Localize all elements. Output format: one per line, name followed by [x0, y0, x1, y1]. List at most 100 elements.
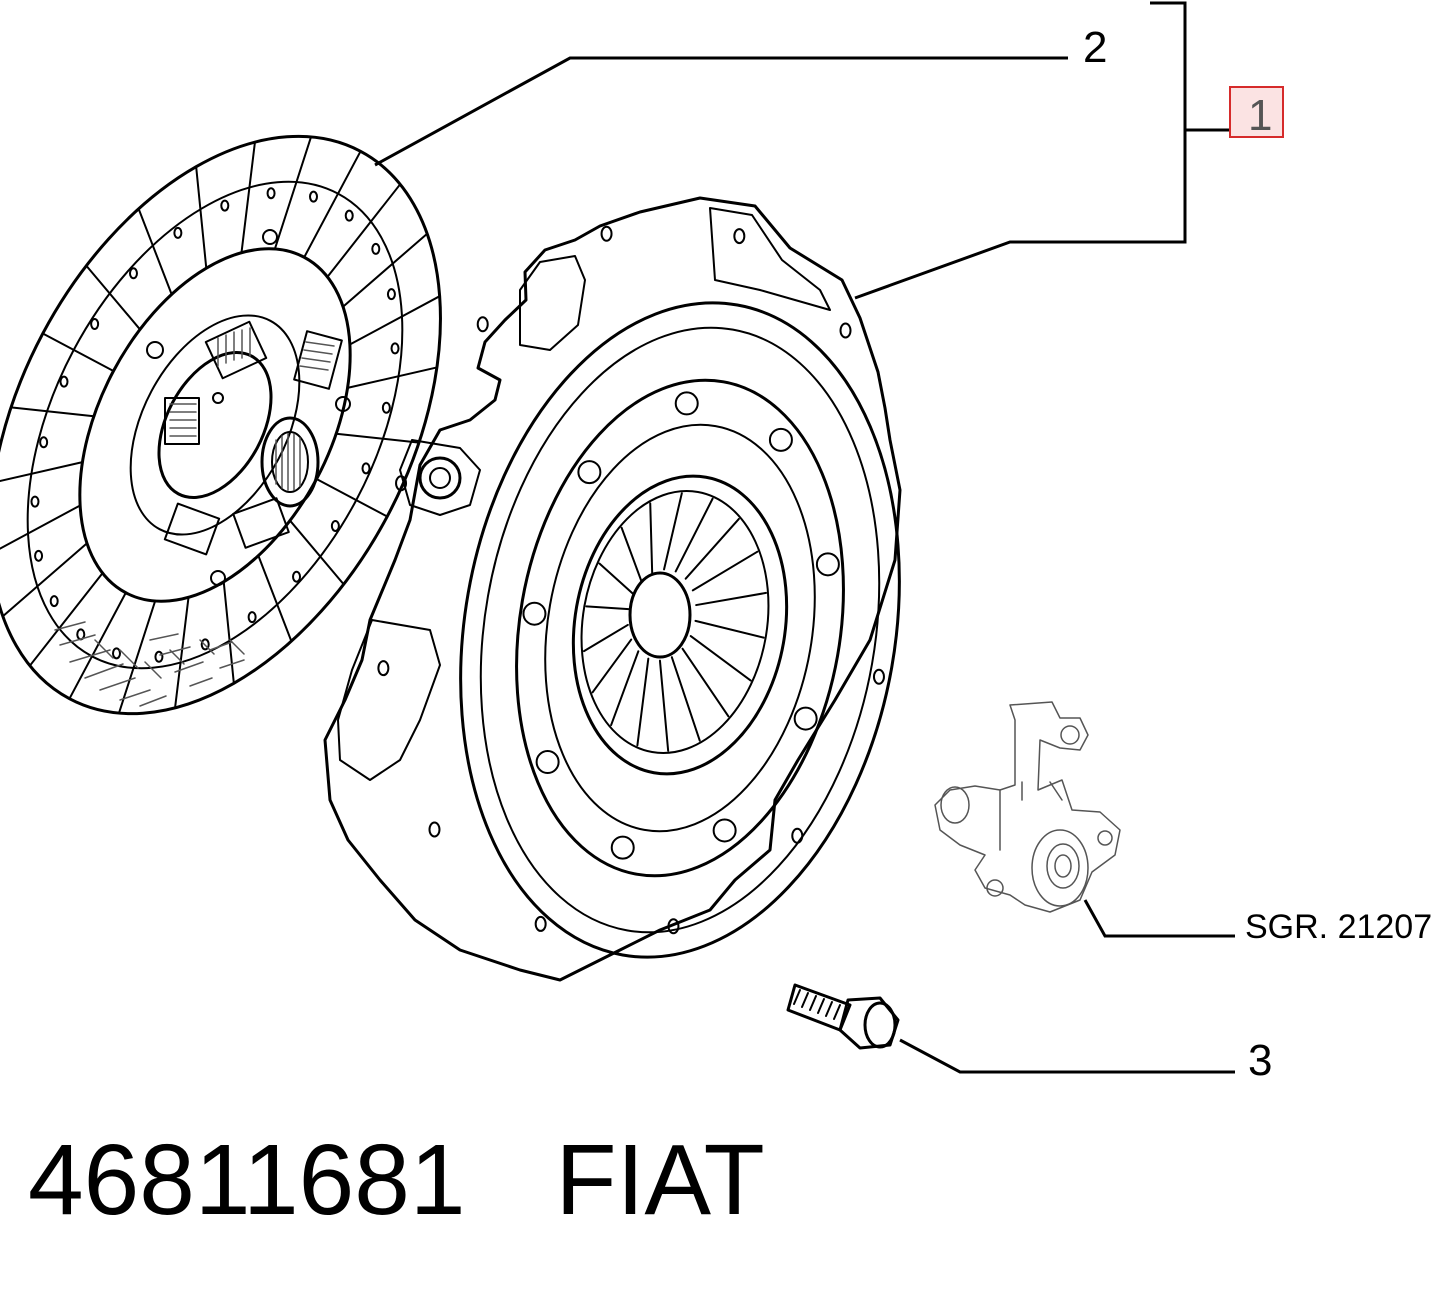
rivet	[344, 209, 354, 222]
segment-divider	[288, 519, 345, 586]
segment-divider	[273, 135, 313, 250]
rivet	[371, 242, 381, 255]
rivet	[200, 638, 210, 651]
callout-subgroup-ref: SGR. 21207	[1245, 908, 1432, 946]
release-bearing-sketch	[934, 701, 1121, 913]
spring-finger	[610, 650, 640, 727]
spring-finger	[649, 502, 654, 574]
mounting-hole	[815, 552, 840, 577]
callout-item-3: 3	[1248, 1036, 1272, 1085]
leader-item-2	[374, 56, 1068, 167]
segment-divider	[10, 406, 95, 418]
rivet	[49, 595, 59, 608]
segment-divider	[348, 295, 441, 346]
rivet	[39, 436, 49, 449]
flange-hole	[476, 316, 489, 333]
mounting-hole	[793, 706, 818, 731]
segment-divider	[257, 554, 293, 643]
spring-finger	[585, 605, 630, 611]
callout-item-2: 2	[1083, 23, 1107, 72]
leader-item-1-bracket	[854, 1, 1187, 300]
rivet	[173, 226, 183, 239]
flange-hole	[395, 475, 408, 492]
segment-divider	[346, 366, 438, 389]
segment-divider	[0, 504, 82, 550]
mounting-hole	[674, 391, 699, 416]
rivet	[390, 342, 400, 355]
segment-divider	[137, 207, 173, 296]
rivet	[111, 647, 121, 660]
spring-finger	[670, 656, 701, 742]
clutch-disc	[0, 134, 442, 716]
segment-divider	[326, 183, 402, 278]
segment-divider	[68, 591, 127, 700]
locating-dowel	[418, 456, 462, 500]
segment-divider	[117, 600, 157, 715]
mounting-hole	[610, 835, 635, 860]
part-number: 46811681	[28, 1124, 466, 1236]
segment-divider	[195, 165, 208, 270]
friction-lining-texture	[54, 621, 245, 707]
rivet	[59, 375, 69, 388]
spring-finger	[591, 638, 633, 694]
splined-hub	[260, 416, 320, 508]
mounting-hole	[712, 818, 737, 843]
callout-item-1: 1	[1248, 91, 1272, 140]
rivet	[30, 495, 40, 508]
spring-finger	[636, 657, 650, 747]
flange-hole	[733, 228, 746, 245]
segment-divider	[303, 150, 362, 259]
segment-divider	[1, 542, 88, 618]
mounting-hole	[535, 749, 560, 774]
rivet	[309, 190, 319, 203]
flange-hole	[377, 660, 390, 677]
spring-finger	[598, 562, 635, 595]
spring-finger	[681, 647, 730, 718]
flange-hole	[600, 225, 613, 242]
pressure-plate	[323, 196, 902, 982]
manufacturer-name: FIAT	[555, 1124, 765, 1236]
rivet	[330, 519, 340, 532]
rivet	[154, 650, 164, 663]
rivet	[90, 318, 100, 331]
flange-hole	[428, 821, 441, 838]
spring-finger	[689, 635, 752, 682]
mounting-hole	[522, 601, 547, 626]
rivet	[220, 199, 230, 212]
rivet	[128, 267, 138, 280]
segment-divider	[85, 264, 142, 331]
spring-finger	[620, 526, 643, 583]
segment-divider	[28, 572, 104, 667]
segment-divider	[342, 232, 429, 308]
rivet	[34, 549, 44, 562]
mounting-hole	[768, 427, 793, 452]
flange-hole	[534, 915, 547, 932]
spring-finger	[663, 492, 683, 571]
segment-divider	[0, 461, 84, 483]
diaphragm-spring-fingers	[582, 492, 768, 752]
spring-finger	[694, 619, 765, 639]
stop-pins	[146, 229, 351, 586]
segment-divider	[41, 332, 115, 373]
leader-sgr	[1083, 899, 1235, 938]
rivet	[266, 187, 276, 200]
friction-rivets	[30, 187, 400, 663]
bolt	[786, 983, 900, 1050]
spring-finger	[695, 591, 768, 607]
damper-springs	[163, 320, 343, 556]
callout-item-1-highlight	[1229, 86, 1284, 138]
rivet	[292, 570, 302, 583]
rivet	[361, 462, 371, 475]
rivet	[247, 611, 257, 624]
flange-hole	[791, 827, 804, 844]
spring-finger	[691, 550, 759, 592]
segment-divider	[174, 596, 190, 709]
friction-segments	[0, 135, 441, 715]
spring-finger	[582, 623, 629, 653]
flange-hole	[872, 668, 885, 685]
flange-hole	[839, 322, 852, 339]
spring-finger	[658, 659, 670, 752]
leader-item-3	[899, 1038, 1235, 1074]
